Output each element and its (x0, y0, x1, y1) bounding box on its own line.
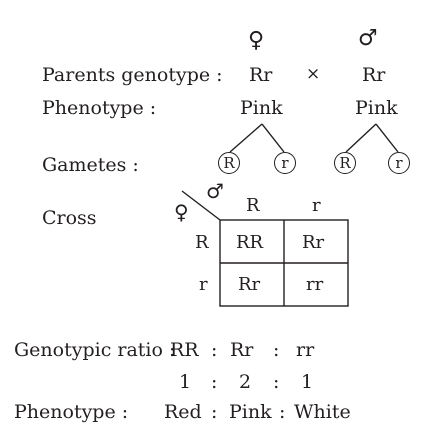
genotypic-ratio-label: Genotypic ratio : (14, 339, 176, 361)
male-phenotype: Pink (355, 97, 398, 119)
female-gamete-recessive: r (274, 152, 296, 174)
punnett-cell-heterozygous-1: Rr (302, 232, 325, 253)
grid-diagonal (181, 190, 221, 221)
female-symbol-grid: ♀ (174, 200, 189, 224)
female-branch-left (229, 123, 263, 153)
punnett-cell-heterozygous-2: Rr (238, 274, 261, 295)
genotype-heterozygous: Rr (230, 339, 254, 361)
male-gamete-recessive: r (388, 152, 410, 174)
punnett-cell-rr-dominant: RR (236, 232, 264, 253)
male-gamete-dominant: R (334, 152, 356, 174)
male-symbol-grid: ♂ (206, 179, 224, 203)
phenotype-red: Red (164, 401, 202, 423)
female-branch-right (261, 123, 285, 153)
genotype-rr-dominant: RR (170, 339, 199, 361)
ratio-colon-2: : (273, 339, 280, 361)
female-phenotype: Pink (240, 97, 283, 119)
gametes-label: Gametes : (42, 154, 139, 176)
phenotype-colon-1: : (211, 401, 218, 423)
phenotype-colon-2: : (279, 401, 286, 423)
male-branch-right (375, 123, 399, 153)
phenotype-pink: Pink (229, 401, 272, 423)
parents-genotype-label: Parents genotype : (42, 64, 223, 86)
cross-sign: × (306, 64, 321, 84)
row-header-dominant: R (195, 232, 209, 253)
female-genotype: Rr (249, 64, 273, 86)
female-symbol-top: ♀ (248, 28, 265, 53)
ratio-value-3: 1 (301, 371, 314, 393)
ratio-value-1: 1 (179, 371, 192, 393)
male-symbol-top: ♂ (358, 26, 378, 51)
phenotype-result-label: Phenotype : (14, 401, 129, 423)
phenotype-label: Phenotype : (42, 97, 157, 119)
column-header-dominant: R (246, 195, 260, 216)
male-genotype: Rr (362, 64, 386, 86)
female-gamete-dominant: R (218, 152, 240, 174)
ratio-colon-1: : (211, 339, 218, 361)
column-header-recessive: r (312, 195, 321, 216)
phenotype-white: White (294, 401, 351, 423)
punnett-cell-rr-recessive: rr (306, 274, 324, 295)
male-branch-left (345, 123, 377, 153)
ratio-value-colon-2: : (273, 371, 280, 393)
row-header-recessive: r (199, 274, 208, 295)
genotype-rr-recessive: rr (296, 339, 315, 361)
ratio-value-colon-1: : (211, 371, 218, 393)
ratio-value-2: 2 (239, 371, 252, 393)
cross-label: Cross (42, 207, 97, 229)
